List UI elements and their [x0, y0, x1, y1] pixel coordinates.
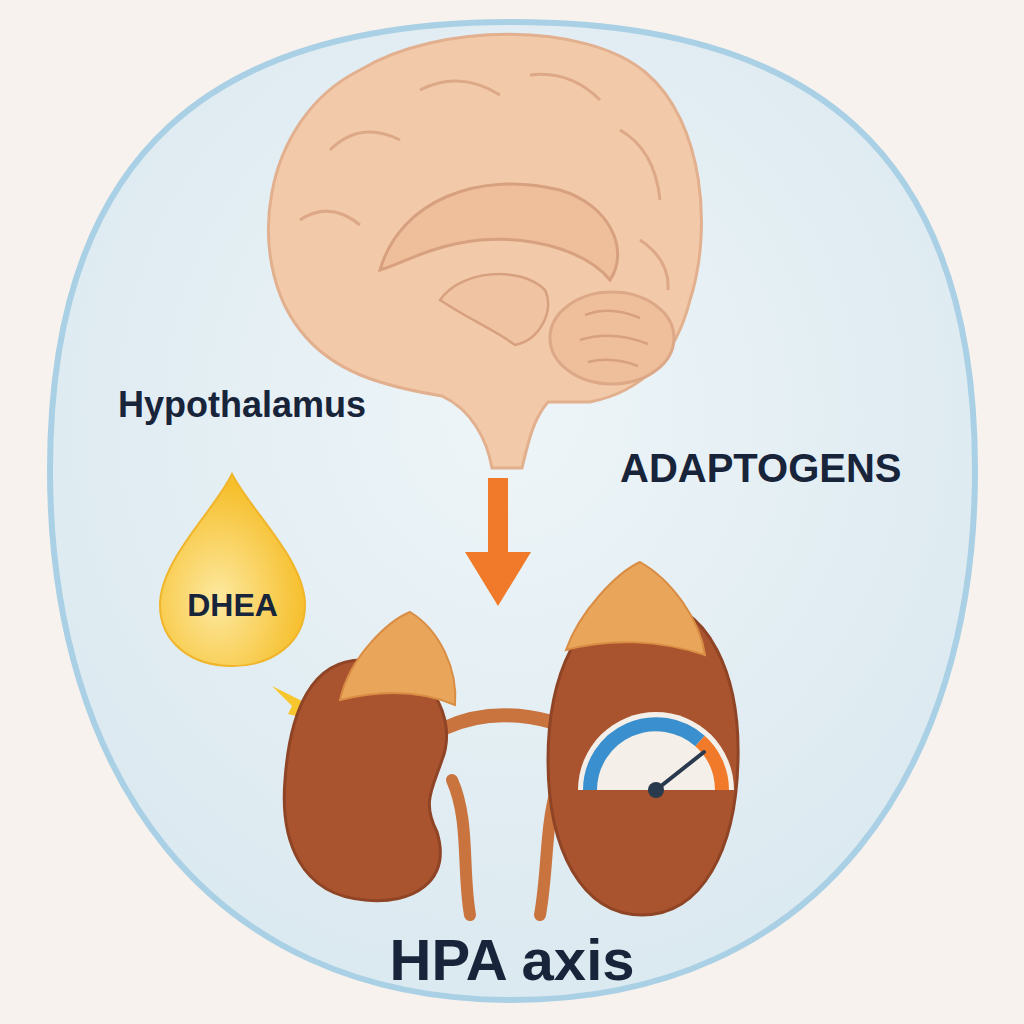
node-text: DHEA: [155, 470, 310, 623]
signal-arrow: [465, 478, 531, 606]
kidneys: [284, 562, 738, 915]
droplet-shape: [155, 470, 310, 670]
body-outline: [50, 22, 975, 1000]
stress-gauge: [578, 712, 734, 798]
hormone-droplet: DHEA: [155, 470, 310, 670]
theme-label: ADAPTOGENS: [620, 446, 902, 491]
diagram-caption: HPA axis: [0, 928, 1024, 992]
organ-label: Hypothalamus: [118, 384, 366, 426]
